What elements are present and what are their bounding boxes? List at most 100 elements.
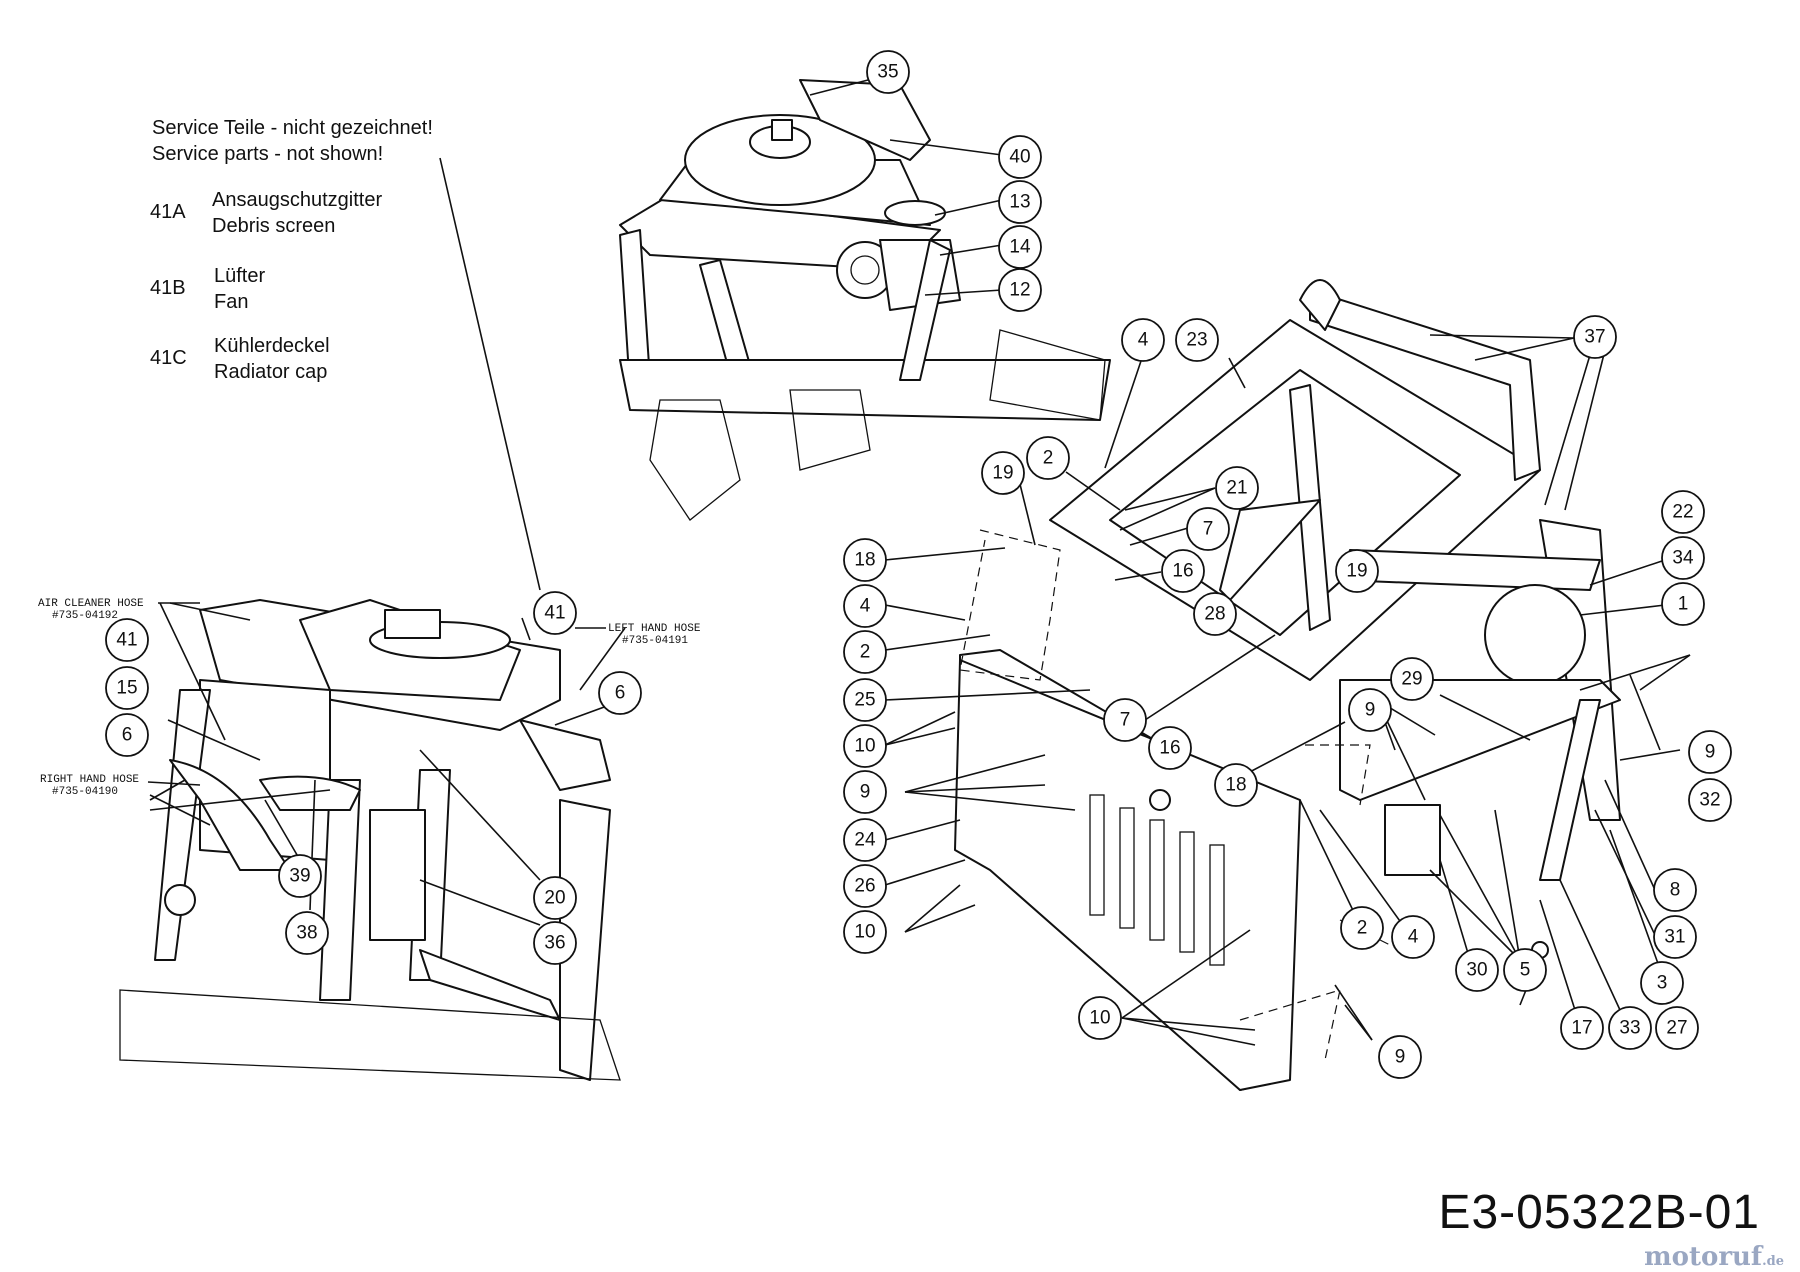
callout-41[interactable]: 41 — [105, 618, 149, 662]
watermark-tld: .de — [1762, 1254, 1784, 1269]
callout-41[interactable]: 41 — [533, 591, 577, 635]
callout-33[interactable]: 33 — [1608, 1006, 1652, 1050]
engine-assembly-drawing — [619, 79, 1111, 521]
callout-15[interactable]: 15 — [105, 666, 149, 710]
callout-18[interactable]: 18 — [843, 538, 887, 582]
leader-lines — [147, 79, 1691, 1046]
callout-24[interactable]: 24 — [843, 818, 887, 862]
callout-38[interactable]: 38 — [285, 911, 329, 955]
svg-text:39: 39 — [289, 866, 310, 887]
watermark-logo: motoruf.de — [1644, 1242, 1784, 1272]
callout-7[interactable]: 7 — [1186, 507, 1230, 551]
drawing-number: E3-05322B-01 — [1438, 1186, 1760, 1239]
svg-text:9: 9 — [1365, 700, 1376, 721]
callout-29[interactable]: 29 — [1390, 657, 1434, 701]
air-cleaner-hose-number: #735-04192 — [52, 610, 118, 622]
callout-14[interactable]: 14 — [998, 225, 1042, 269]
hose-labels: AIR CLEANER HOSE #735-04192 LEFT HAND HO… — [38, 598, 701, 798]
svg-text:3: 3 — [1657, 973, 1668, 994]
callout-6[interactable]: 6 — [598, 671, 642, 715]
callout-25[interactable]: 25 — [843, 678, 887, 722]
callout-30[interactable]: 30 — [1455, 948, 1499, 992]
callout-9[interactable]: 9 — [843, 770, 887, 814]
callout-16[interactable]: 16 — [1148, 726, 1192, 770]
service-item-code: 41B — [150, 277, 186, 299]
callout-1[interactable]: 1 — [1661, 582, 1705, 626]
svg-text:4: 4 — [1138, 330, 1149, 351]
callout-10[interactable]: 10 — [843, 910, 887, 954]
callout-22[interactable]: 22 — [1661, 490, 1705, 534]
callout-2[interactable]: 2 — [1340, 906, 1384, 950]
callout-34[interactable]: 34 — [1661, 536, 1705, 580]
callout-4[interactable]: 4 — [843, 584, 887, 628]
svg-text:31: 31 — [1664, 927, 1685, 948]
callout-18[interactable]: 18 — [1214, 763, 1258, 807]
callout-26[interactable]: 26 — [843, 864, 887, 908]
svg-text:2: 2 — [860, 642, 871, 663]
service-note-heading-en: Service parts - not shown! — [152, 143, 384, 165]
svg-text:2: 2 — [1043, 448, 1054, 469]
watermark-brand: motoruf — [1644, 1242, 1763, 1272]
callout-40[interactable]: 40 — [998, 135, 1042, 179]
svg-text:8: 8 — [1670, 880, 1681, 901]
callout-37[interactable]: 37 — [1573, 315, 1617, 359]
svg-text:40: 40 — [1009, 147, 1030, 168]
callout-9[interactable]: 9 — [1688, 730, 1732, 774]
callout-19[interactable]: 19 — [981, 451, 1025, 495]
callout-17[interactable]: 17 — [1560, 1006, 1604, 1050]
callout-35[interactable]: 35 — [866, 50, 910, 94]
svg-text:33: 33 — [1619, 1018, 1640, 1039]
callout-7[interactable]: 7 — [1103, 698, 1147, 742]
callout-19[interactable]: 19 — [1335, 549, 1379, 593]
svg-text:26: 26 — [854, 876, 875, 897]
callout-2[interactable]: 2 — [1026, 436, 1070, 480]
callout-9[interactable]: 9 — [1378, 1035, 1422, 1079]
svg-text:37: 37 — [1584, 327, 1605, 348]
callout-9[interactable]: 9 — [1348, 688, 1392, 732]
callout-12[interactable]: 12 — [998, 268, 1042, 312]
svg-text:30: 30 — [1466, 960, 1487, 981]
service-item-en: Debris screen — [212, 215, 336, 237]
right-hand-hose-number: #735-04190 — [52, 786, 118, 798]
svg-text:21: 21 — [1226, 478, 1247, 499]
callout-31[interactable]: 31 — [1653, 915, 1697, 959]
callout-4[interactable]: 4 — [1391, 915, 1435, 959]
callout-16[interactable]: 16 — [1161, 549, 1205, 593]
callout-27[interactable]: 27 — [1655, 1006, 1699, 1050]
svg-text:29: 29 — [1401, 669, 1422, 690]
callout-2[interactable]: 2 — [843, 630, 887, 674]
callout-8[interactable]: 8 — [1653, 868, 1697, 912]
svg-text:1: 1 — [1678, 594, 1689, 615]
svg-text:22: 22 — [1672, 502, 1693, 523]
air-cleaner-hose-label: AIR CLEANER HOSE — [38, 598, 144, 610]
svg-text:41: 41 — [116, 630, 137, 651]
callout-21[interactable]: 21 — [1215, 466, 1259, 510]
service-item-code: 41C — [150, 347, 187, 369]
svg-text:38: 38 — [296, 923, 317, 944]
callout-10[interactable]: 10 — [1078, 996, 1122, 1040]
svg-text:5: 5 — [1520, 960, 1531, 981]
callout-3[interactable]: 3 — [1640, 961, 1684, 1005]
svg-text:23: 23 — [1186, 330, 1207, 351]
svg-text:6: 6 — [615, 683, 626, 704]
callout-5[interactable]: 5 — [1503, 948, 1547, 992]
svg-text:18: 18 — [854, 550, 875, 571]
svg-text:4: 4 — [860, 596, 871, 617]
callout-36[interactable]: 36 — [533, 921, 577, 965]
callout-32[interactable]: 32 — [1688, 778, 1732, 822]
svg-text:14: 14 — [1009, 237, 1031, 258]
callout-6[interactable]: 6 — [105, 713, 149, 757]
callout-28[interactable]: 28 — [1193, 592, 1237, 636]
radiator-assembly-drawing — [119, 599, 621, 1081]
callout-20[interactable]: 20 — [533, 876, 577, 920]
callout-13[interactable]: 13 — [998, 180, 1042, 224]
callout-39[interactable]: 39 — [278, 854, 322, 898]
svg-text:25: 25 — [854, 690, 875, 711]
svg-text:4: 4 — [1408, 927, 1419, 948]
svg-text:10: 10 — [1089, 1008, 1110, 1029]
callout-23[interactable]: 23 — [1175, 318, 1219, 362]
callout-10[interactable]: 10 — [843, 724, 887, 768]
svg-text:35: 35 — [877, 62, 898, 83]
callout-4[interactable]: 4 — [1121, 318, 1165, 362]
svg-text:17: 17 — [1571, 1018, 1592, 1039]
